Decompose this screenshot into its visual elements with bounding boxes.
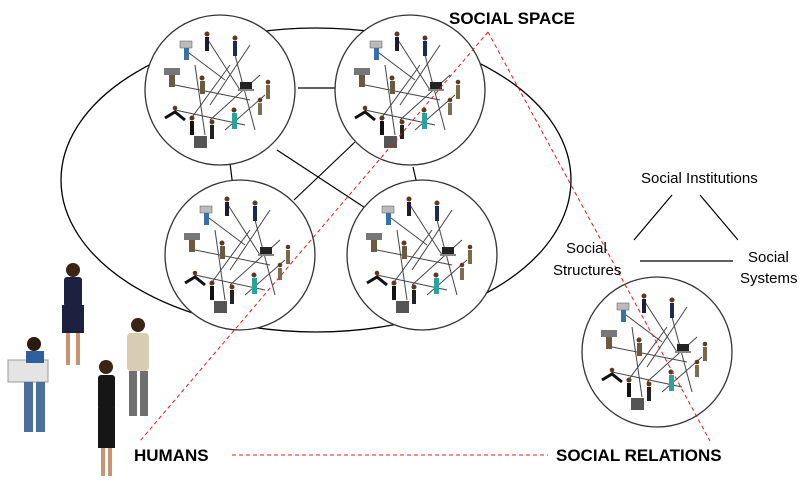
group-cluster-top-right — [333, 13, 487, 167]
institutions-triangle — [633, 194, 739, 262]
social-space-label: SOCIAL SPACE — [449, 9, 575, 28]
sign-holder-figure — [7, 337, 49, 432]
group-cluster-relations — [580, 275, 734, 429]
dashed-connectors — [139, 31, 711, 456]
person-figure — [98, 360, 115, 476]
social-systems-label-line2: Systems — [740, 270, 798, 287]
social-institutions-label: Social Institutions — [641, 170, 758, 187]
group-cluster-bottom-left — [163, 178, 317, 332]
humans-label: HUMANS — [134, 446, 209, 465]
social-space-ellipse — [60, 27, 572, 333]
social-structures-label-line2: Structures — [553, 262, 621, 279]
group-cluster-bottom-right — [345, 178, 499, 332]
group-cluster-top-left — [143, 13, 297, 167]
humans-figures — [7, 263, 149, 476]
person-figure — [127, 318, 149, 416]
social-relations-label: SOCIAL RELATIONS — [556, 446, 722, 465]
person-figure — [62, 263, 84, 365]
social-structures-label-line1: Social — [566, 240, 607, 257]
social-systems-label-line1: Social — [748, 249, 789, 266]
